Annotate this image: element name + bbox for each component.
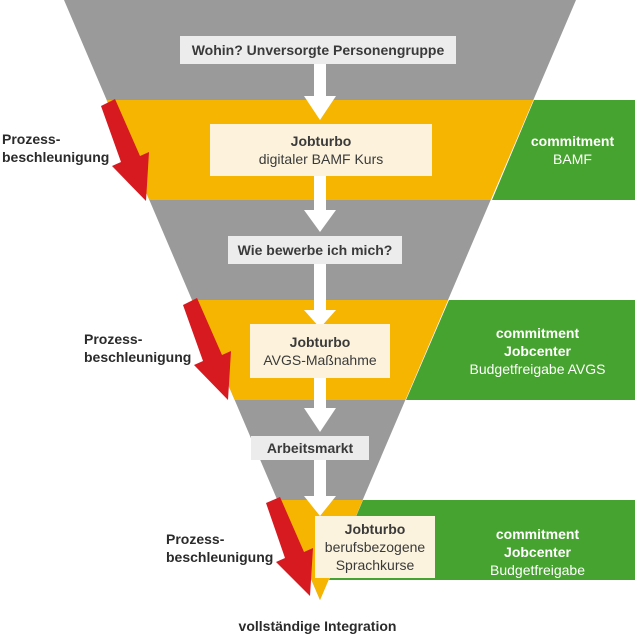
stage-label-application: Wie bewerbe ich mich? [228, 236, 402, 264]
stage-label-labor-market: Arbeitsmarkt [251, 436, 369, 460]
acceleration-label-3: Prozess- beschleunigung [166, 530, 273, 566]
commitment-line: Jobcenter [504, 544, 571, 560]
jobturbo-title: Jobturbo [344, 521, 406, 537]
red-arrow-icon [266, 497, 313, 596]
red-arrow-icon [101, 99, 149, 201]
acceleration-label-line: beschleunigung [84, 349, 192, 365]
acceleration-label-line: Prozess- [166, 531, 225, 547]
commitment-line: BAMF [553, 151, 592, 167]
down-arrow-icon [304, 264, 336, 328]
acceleration-label-1: Prozess- beschleunigung [2, 130, 109, 166]
commitment-line: Budgetfreigabe [490, 562, 585, 578]
acceleration-label-line: beschleunigung [2, 149, 110, 165]
commitment-panel-2 [406, 300, 635, 400]
commitment-bamf: commitment BAMF [510, 128, 635, 172]
jobturbo-title: Jobturbo [290, 133, 352, 149]
down-arrow-icon [304, 176, 336, 232]
jobturbo-subtitle: digitaler BAMF Kurs [258, 151, 384, 167]
commitment-line: Budgetfreigabe AVGS [469, 361, 606, 377]
jobturbo-title: Jobturbo [289, 334, 351, 350]
stage-label-target-group: Wohin? Unversorgte Personengruppe [180, 36, 456, 64]
jobturbo-subtitle-line: Sprachkurse [335, 557, 415, 573]
commitment-title: commitment [495, 526, 580, 542]
commitment-line: Jobcenter [504, 343, 571, 359]
commitment-title: commitment [530, 133, 615, 149]
acceleration-label-2: Prozess- beschleunigung [84, 330, 191, 366]
down-arrow-icon [304, 378, 336, 432]
acceleration-label-line: beschleunigung [166, 549, 274, 565]
commitment-jobcenter-budget: commitment Jobcenter Budgetfreigabe [440, 522, 635, 582]
outcome-label: vollständige Integration [238, 618, 397, 634]
jobturbo-subtitle: AVGS-Maßnahme [263, 352, 377, 368]
jobturbo-box-avgs: Jobturbo AVGS-Maßnahme [250, 324, 390, 378]
down-arrow-icon [304, 64, 336, 120]
acceleration-label-line: Prozess- [2, 131, 61, 147]
down-arrow-icon [304, 460, 336, 516]
jobturbo-box-bamf: Jobturbo digitaler BAMF Kurs [210, 124, 432, 176]
acceleration-label-line: Prozess- [84, 331, 143, 347]
jobturbo-box-language: Jobturbo berufsbezogene Sprachkurse [315, 516, 435, 578]
commitment-jobcenter-avgs: commitment Jobcenter Budgetfreigabe AVGS [440, 320, 635, 382]
red-arrow-icon [183, 298, 231, 400]
commitment-title: commitment [495, 325, 580, 341]
commitment-panel-1 [492, 100, 635, 200]
jobturbo-subtitle-line: berufsbezogene [324, 539, 426, 555]
